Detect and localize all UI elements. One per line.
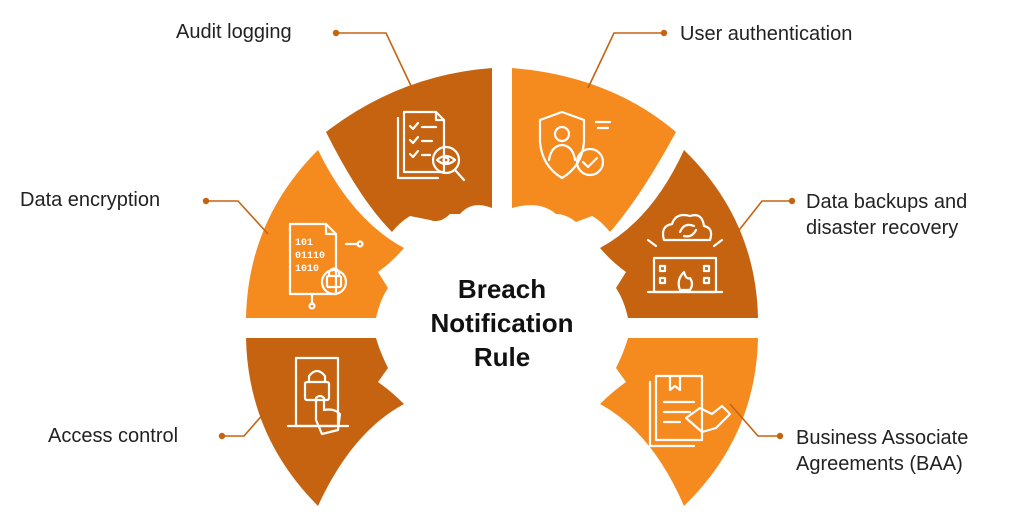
- audit-checklist-magnifier-icon: [396, 110, 466, 182]
- connector-business-associate: [729, 403, 780, 437]
- label-data-backups-line1: Data backups and: [806, 191, 968, 213]
- connector-data-backups: [735, 200, 792, 235]
- label-user-authentication: User authentication: [680, 23, 853, 45]
- connectors: [206, 32, 792, 437]
- center-title-line1: Breach: [457, 274, 547, 304]
- center-title-line2: Notification: [430, 308, 574, 338]
- label-data-backups-line2: disaster recovery: [806, 217, 959, 239]
- center-title-line3: Rule: [473, 342, 531, 372]
- label-audit-logging: Audit logging: [176, 21, 292, 43]
- contract-handshake-icon: [648, 374, 732, 448]
- segment-data-backups: [600, 150, 758, 318]
- segment-access-control: [246, 338, 404, 506]
- label-data-encryption: Data encryption: [20, 189, 161, 211]
- door-lock-hand-icon: [286, 356, 350, 436]
- connector-user-authentication: [587, 32, 664, 89]
- segment-audit-logging: [326, 68, 492, 232]
- binary-text-3: 1010: [295, 264, 319, 275]
- connector-dots: [202, 29, 796, 440]
- cloud-sync-building-fire-icon: [646, 213, 724, 294]
- center-title: Breach Notification Rule: [402, 272, 602, 374]
- connector-access-control: [222, 403, 273, 437]
- binary-text-1: 101: [295, 238, 313, 249]
- shield-user-check-icon: [538, 110, 612, 180]
- binary-text-2: 01110: [295, 251, 325, 262]
- label-access-control: Access control: [48, 425, 179, 447]
- binary-document-lock-icon: [288, 222, 364, 310]
- label-business-associate-line2: Agreements (BAA): [796, 453, 963, 475]
- connector-data-encryption: [206, 200, 269, 235]
- connector-audit-logging: [336, 32, 413, 89]
- label-business-associate-line1: Business Associate: [796, 427, 969, 449]
